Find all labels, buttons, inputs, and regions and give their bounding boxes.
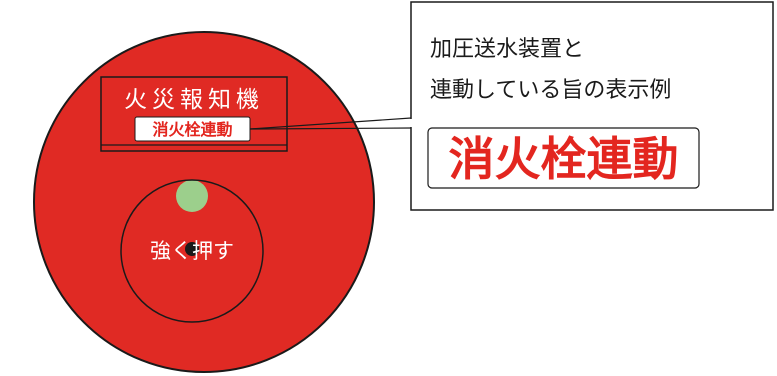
button-text: 強く押す xyxy=(150,239,234,263)
callout-big-tag xyxy=(427,127,700,189)
button-center-dot xyxy=(185,242,199,256)
callout-caption-line2: 連動している旨の表示例 xyxy=(430,78,671,103)
callout-leader-lower xyxy=(249,127,412,130)
alarm-title: 火災報知機 xyxy=(124,87,264,113)
callout-leader-upper xyxy=(249,117,412,130)
indicator-lamp xyxy=(176,180,208,212)
callout-caption-line1: 加圧送水装置と xyxy=(430,37,584,62)
callout-big-label: 消火栓連動 xyxy=(449,132,679,186)
alarm-label-plate xyxy=(100,76,288,152)
push-button[interactable] xyxy=(120,179,264,323)
alarm-small-label: 消火栓連動 xyxy=(152,120,232,139)
